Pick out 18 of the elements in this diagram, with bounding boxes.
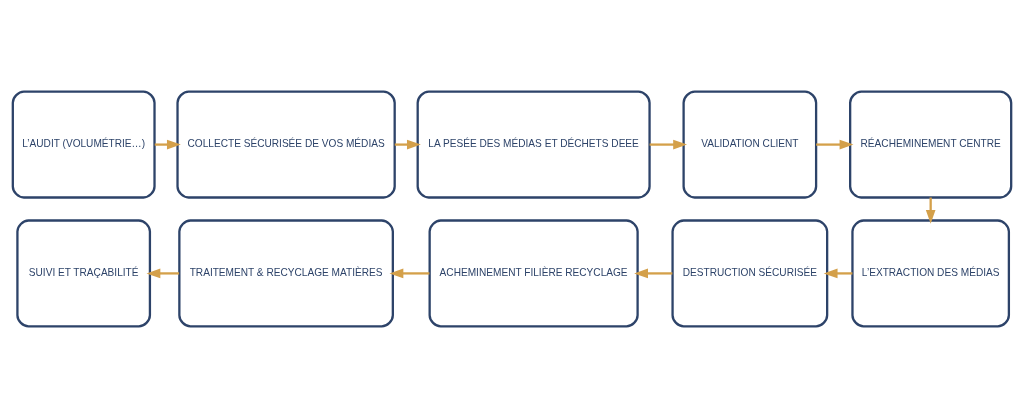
node-box: TRAITEMENT & RECYCLAGE MATIÈRES: [178, 218, 394, 327]
node-box: ACHEMINEMENT FILIÈRE RECYCLAGE: [428, 218, 639, 327]
arrow: [816, 139, 854, 149]
arrow: [394, 139, 421, 149]
node-box: RÉACHEMINEMENT CENTRE: [849, 90, 1013, 199]
arrow: [154, 139, 181, 149]
node-box: SUIVI ET TRAÇABILITÉ: [16, 218, 152, 327]
arrow: [649, 139, 687, 149]
arrow: [823, 268, 853, 278]
node-box: DESTRUCTION SÉCURISÉE: [671, 218, 829, 327]
node-box: L’EXTRACTION DES MÉDIAS: [851, 218, 1011, 327]
node-box: L’AUDIT (VOLUMÉTRIE…): [11, 90, 156, 199]
arrow: [146, 268, 180, 278]
arrow: [389, 268, 430, 278]
node-box: COLLECTE SÉCURISÉE DE VOS MÉDIAS: [176, 90, 396, 199]
arrow: [634, 268, 673, 278]
node-box: VALIDATION CLIENT: [682, 90, 818, 199]
node-box: LA PESÉE DES MÉDIAS ET DÉCHETS DEEE: [416, 90, 651, 199]
